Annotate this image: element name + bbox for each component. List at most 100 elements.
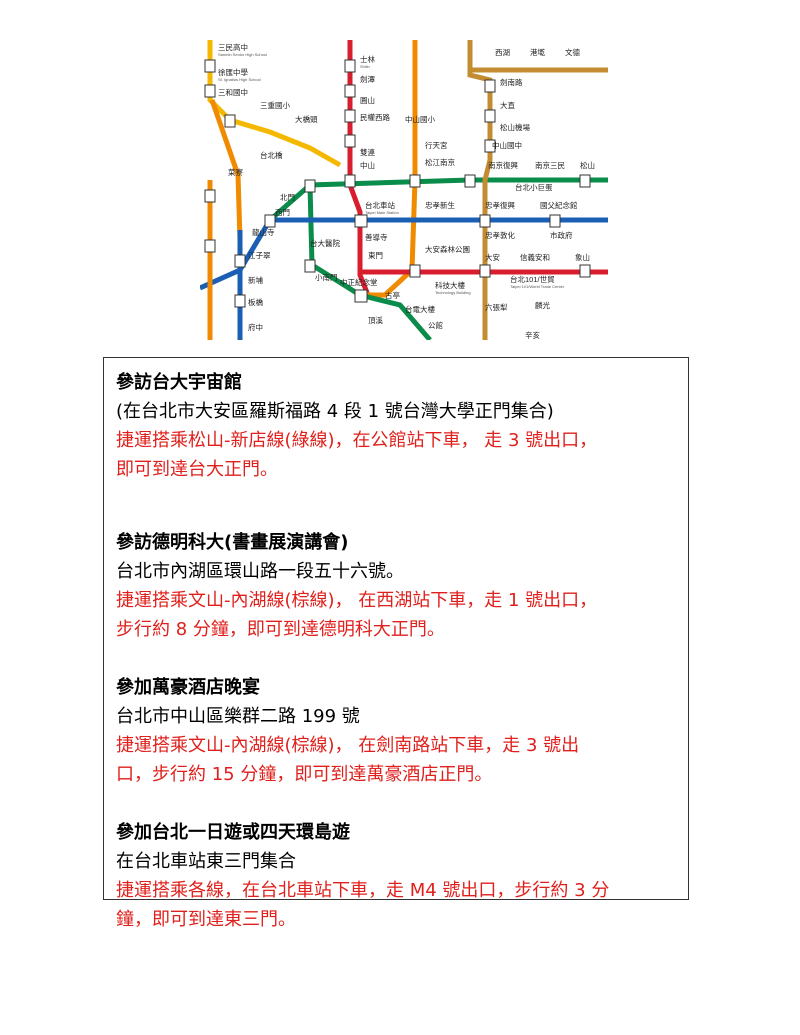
station-marker: [304, 259, 316, 273]
station-label: 三和國中: [218, 87, 248, 97]
station-marker: [234, 294, 246, 308]
section-directions-line: 捷運搭乘松山-新店線(綠線)，在公館站下車， 走 3 號出口，: [116, 430, 598, 451]
orange-line-north: [209, 99, 243, 241]
station-label: 松山: [580, 160, 595, 170]
station-label: 文德: [565, 47, 580, 57]
station-label-en: Taipei 101/World Trade Center: [510, 284, 565, 289]
station-label: 府中: [248, 322, 263, 332]
station-marker: [549, 214, 561, 228]
station-label: 港墘: [530, 47, 545, 57]
station-label: 中正紀念堂: [340, 277, 378, 287]
station-label-en: St. Ignatius High School: [218, 77, 261, 82]
section-address: 台北市內湖區環山路一段五十六號。: [116, 561, 404, 582]
section-directions-line: 捷運搭乘各線，在台北車站下車，走 M4 號出口，步行約 3 分: [116, 880, 610, 901]
station-label-en: Taipei Main Station: [365, 210, 399, 215]
section-title: 參訪德明科大(書畫展演講會): [116, 532, 349, 553]
section-directions-line: 口，步行約 15 分鐘，即可到達萬豪酒店正門。: [116, 764, 493, 785]
station-marker: [464, 174, 476, 188]
station-label: 麟光: [535, 300, 550, 310]
station-marker: [579, 264, 591, 278]
station-label: 台北101/世貿: [510, 274, 555, 284]
section-takming: 參訪德明科大(書畫展演講會) 台北市內湖區環山路一段五十六號。 捷運搭乘文山-內…: [116, 528, 676, 644]
station-label: 西門: [275, 208, 290, 217]
station-label: 東門: [368, 250, 383, 260]
section-title: 參加萬豪酒店晚宴: [116, 677, 260, 698]
station-label-en: Shilin: [360, 64, 370, 69]
station-label: 民權西路: [360, 112, 390, 122]
station-label: 圓山: [360, 95, 375, 105]
station-marker: [344, 174, 356, 188]
section-address: 台北市中山區樂群二路 199 號: [116, 706, 360, 727]
station-label: 菜寮: [228, 167, 243, 177]
station-marker: [579, 174, 591, 188]
station-label: 士林: [360, 54, 375, 64]
station-label: 善導寺: [365, 232, 388, 242]
station-marker: [409, 264, 421, 278]
station-marker: [344, 59, 356, 73]
section-marriott: 參加萬豪酒店晚宴 台北市中山區樂群二路 199 號 捷運搭乘文山-內湖線(棕線)…: [116, 673, 676, 789]
station-label: 江子翠: [248, 251, 271, 260]
station-label: 信義安和: [520, 252, 550, 262]
station-label: 南京復興: [488, 160, 518, 170]
station-label: 新埔: [248, 275, 263, 285]
station-label: 三民高中: [218, 42, 248, 52]
station-label: 行天宮: [425, 140, 448, 150]
station-label: 劍南路: [500, 77, 523, 87]
section-address: 在台北車站東三門集合: [116, 851, 296, 872]
metro-map: 三民高中 徐匯中學 三和國中 三重國小 大橋頭 台北橋 菜寮 士林 劍潭 圓山 …: [200, 40, 608, 340]
station-label: 象山: [575, 252, 590, 262]
station-label-en: Sanmin Senior High School: [218, 52, 267, 57]
station-marker: [204, 59, 216, 73]
station-label: 六張犁: [485, 302, 508, 312]
station-marker: [484, 79, 496, 93]
station-marker: [204, 84, 216, 98]
station-label: 忠孝敦化: [485, 230, 515, 240]
station-label: 科技大樓: [435, 280, 465, 290]
section-address: (在台北市大安區羅斯福路 4 段 1 號台灣大學正門集合): [116, 401, 554, 422]
section-ntu: 參訪台大宇宙館 (在台北市大安區羅斯福路 4 段 1 號台灣大學正門集合) 捷運…: [116, 368, 676, 484]
station-label: 南京三民: [535, 160, 565, 170]
section-tour: 參加台北一日遊或四天環島遊 在台北車站東三門集合 捷運搭乘各線，在台北車站下車，…: [116, 818, 676, 934]
station-label: 大直: [500, 100, 515, 110]
directions-box: 參訪台大宇宙館 (在台北市大安區羅斯福路 4 段 1 號台灣大學正門集合) 捷運…: [103, 357, 689, 930]
station-label: 西湖: [495, 48, 510, 57]
station-label: 中山: [360, 160, 375, 170]
station-label: 中山國中: [492, 140, 522, 150]
station-marker: [204, 189, 216, 203]
station-label: 國父紀念館: [540, 200, 578, 210]
station-label: 台電大樓: [405, 304, 435, 314]
section-title: 參訪台大宇宙館: [116, 372, 242, 393]
station-label: 辛亥: [525, 330, 540, 340]
section-directions-line: 鐘，即可到達東三門。: [116, 909, 296, 930]
station-label: 頂溪: [368, 315, 383, 325]
station-marker: [484, 109, 496, 123]
station-label: 台北車站: [365, 200, 395, 210]
station-label: 古亭: [385, 290, 400, 300]
station-label: 忠孝新生: [425, 200, 455, 210]
station-label-en: Technology Building: [435, 290, 471, 295]
station-label: 雙連: [360, 147, 375, 157]
station-label: 松江南京: [425, 157, 455, 167]
station-marker: [344, 134, 356, 148]
section-title: 參加台北一日遊或四天環島遊: [116, 822, 350, 843]
station-marker: [234, 254, 246, 268]
station-marker: [484, 139, 496, 153]
station-label: 中山國小: [405, 114, 435, 124]
station-label: 北門: [280, 193, 295, 202]
station-label: 大安森林公園: [425, 244, 470, 254]
station-label: 台北小巨蛋: [515, 182, 553, 192]
section-directions-line: 即可到達台大正門。: [116, 459, 278, 480]
station-marker: [409, 174, 421, 188]
section-directions-line: 捷運搭乘文山-內湖線(棕線)， 在西湖站下車，走 1 號出口，: [116, 590, 598, 611]
station-marker: [479, 214, 491, 228]
station-marker: [264, 214, 276, 228]
station-label: 公館: [428, 320, 443, 330]
station-label: 板橋: [248, 297, 263, 307]
station-marker: [224, 114, 236, 128]
station-marker: [344, 84, 356, 98]
green-line: [268, 177, 608, 222]
station-marker: [354, 289, 368, 303]
station-label: 忠孝復興: [485, 200, 515, 210]
station-marker: [304, 179, 316, 193]
station-label: 台北橋: [260, 150, 283, 160]
